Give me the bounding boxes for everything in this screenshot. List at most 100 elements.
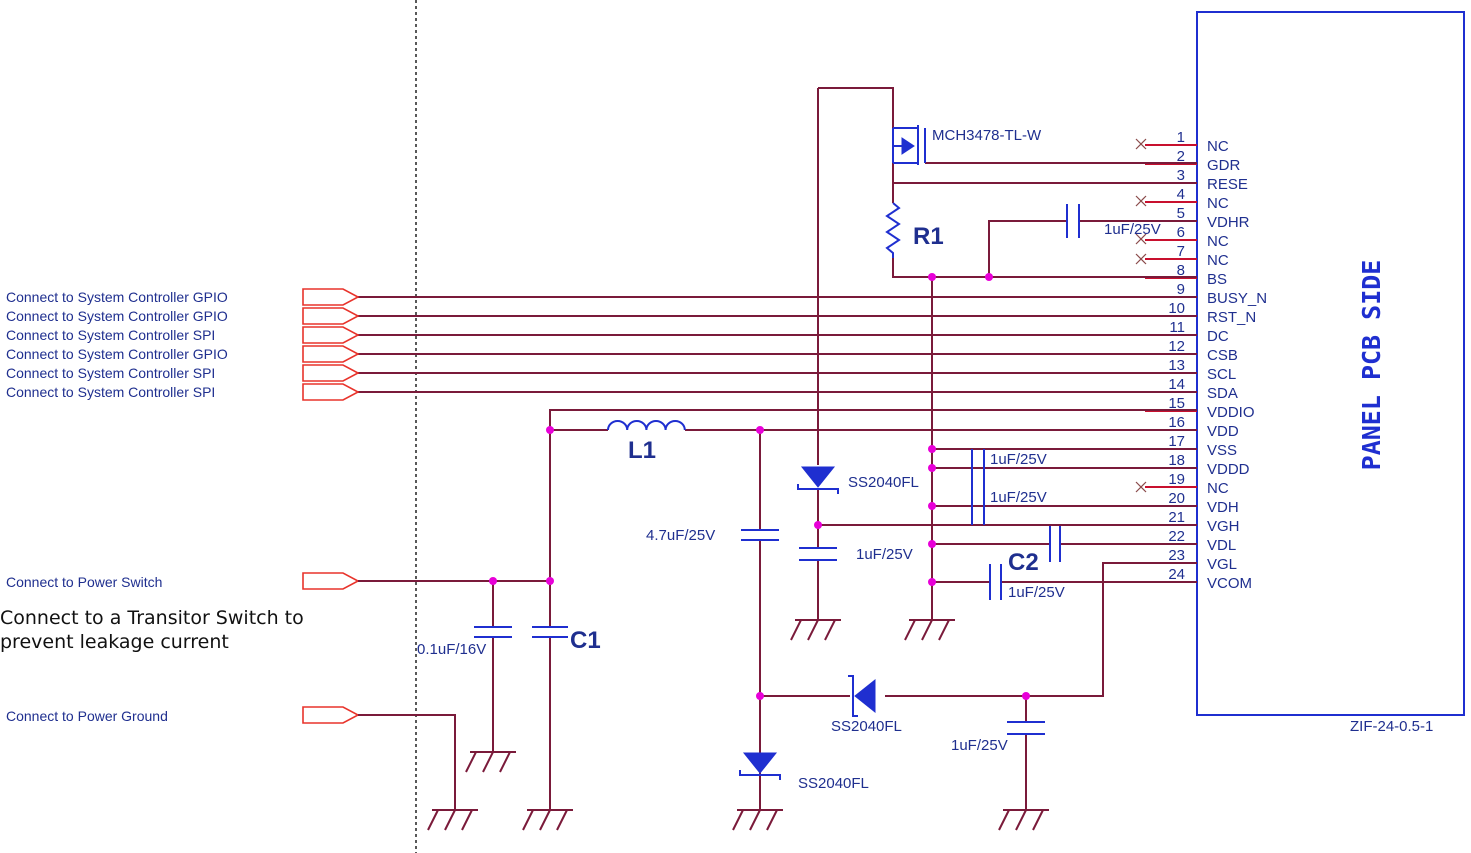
power-ground-label: Connect to Power Ground (6, 708, 168, 724)
pin-5-number: 5 (1177, 205, 1185, 222)
pin-18-number: 18 (1168, 452, 1185, 469)
diode-top (797, 466, 839, 494)
capacitor-sw-label: 1uF/25V (856, 546, 913, 563)
pin-9-name: BUSY_N (1207, 290, 1267, 307)
pin-14-name: SDA (1207, 385, 1238, 402)
pin-24-name: VCOM (1207, 575, 1252, 592)
pin-22-number: 22 (1168, 528, 1185, 545)
pin-2-number: 2 (1177, 148, 1185, 165)
pin-22-name: VDL (1207, 537, 1236, 554)
diode-mid-label: SS2040FL (831, 718, 902, 735)
pin-13-name: SCL (1207, 366, 1236, 383)
controller-label-6: Connect to System Controller SPI (6, 384, 215, 400)
connector-pins: 1NC2GDR3RESE4NC5VDHR6NC7NC8BS9BUSY_N10RS… (1145, 129, 1267, 592)
controller-label-2: Connect to System Controller GPIO (6, 308, 228, 324)
pin-7-number: 7 (1177, 243, 1185, 260)
pin-11-name: DC (1207, 328, 1229, 345)
mosfet-label: MCH3478-TL-W (932, 127, 1042, 144)
diode-mid (848, 675, 876, 717)
pin-19-name: NC (1207, 480, 1229, 497)
pin-1-number: 1 (1177, 129, 1185, 146)
capacitor-c2 (1049, 526, 1061, 562)
capacitor-vdhr (1066, 204, 1080, 238)
diode-top-label: SS2040FL (848, 474, 919, 491)
capacitor-vdhr-label: 1uF/25V (1104, 221, 1161, 238)
capacitor-vddd-label: 1uF/25V (990, 451, 1047, 468)
pin-3-name: RESE (1207, 176, 1248, 193)
pin-10-number: 10 (1168, 300, 1185, 317)
pin-4-number: 4 (1177, 186, 1185, 203)
pin-19-number: 19 (1168, 471, 1185, 488)
pin-6-name: NC (1207, 233, 1229, 250)
controller-label-5: Connect to System Controller SPI (6, 365, 215, 381)
pin-24-number: 24 (1168, 566, 1185, 583)
pin-16-number: 16 (1168, 414, 1185, 431)
capacitor-vdh-label: 1uF/25V (990, 489, 1047, 506)
note-line-2: prevent leakage current (0, 631, 229, 653)
pin-16-name: VDD (1207, 423, 1239, 440)
controller-signal-wires (358, 296, 1197, 393)
power-wires (358, 87, 1197, 810)
pin-23-name: VGL (1207, 556, 1237, 573)
pin-15-name: VDDIO (1207, 404, 1255, 421)
resistor-r1 (885, 202, 901, 258)
capacitor-vcom (989, 564, 1002, 600)
pin-6-number: 6 (1177, 224, 1185, 241)
inductor-l1-label: L1 (628, 437, 656, 464)
capacitor-c1-label: C1 (570, 627, 601, 654)
connector-name: ZIF-24-0.5-1 (1350, 718, 1433, 735)
pin-20-name: VDH (1207, 499, 1239, 516)
pin-17-number: 17 (1168, 433, 1185, 450)
pin-17-name: VSS (1207, 442, 1237, 459)
capacitor-vgl (1007, 721, 1045, 735)
resistor-r1-label: R1 (913, 223, 944, 250)
controller-connectors (302, 288, 360, 724)
pin-13-number: 13 (1168, 357, 1185, 374)
controller-label-1: Connect to System Controller GPIO (6, 289, 228, 305)
pin-7-name: NC (1207, 252, 1229, 269)
pin-1-name: NC (1207, 138, 1229, 155)
pin-18-name: VDDD (1207, 461, 1250, 478)
inductor-l1 (607, 420, 686, 431)
controller-label-4: Connect to System Controller GPIO (6, 346, 228, 362)
pin-12-name: CSB (1207, 347, 1238, 364)
pin-15-number: 15 (1168, 395, 1185, 412)
pin-3-number: 3 (1177, 167, 1185, 184)
pin-11-number: 11 (1169, 319, 1185, 336)
controller-label-3: Connect to System Controller SPI (6, 327, 215, 343)
junction-dots (489, 273, 1030, 700)
pin-8-name: BS (1207, 271, 1227, 288)
pin-21-number: 21 (1168, 509, 1185, 526)
pin-10-name: RST_N (1207, 309, 1256, 326)
pin-4-name: NC (1207, 195, 1229, 212)
pin-5-name: VDHR (1207, 214, 1250, 231)
capacitor-0u1 (474, 626, 512, 638)
note-line-1: Connect to a Transitor Switch to (0, 607, 304, 629)
pin-8-number: 8 (1177, 262, 1185, 279)
capacitor-4u7 (741, 529, 779, 541)
capacitor-vgl-label: 1uF/25V (951, 737, 1008, 754)
pin-12-number: 12 (1168, 338, 1185, 355)
capacitor-vcom-label: 1uF/25V (1008, 584, 1065, 601)
pin-2-name: GDR (1207, 157, 1241, 174)
capacitor-vddd (971, 449, 985, 525)
capacitor-c2-label: C2 (1008, 549, 1039, 576)
capacitor-4u7-label: 4.7uF/25V (646, 527, 715, 544)
pin-21-name: VGH (1207, 518, 1240, 535)
power-switch-label: Connect to Power Switch (6, 574, 162, 590)
nc-markers (1135, 138, 1147, 493)
pin-9-number: 9 (1177, 281, 1185, 298)
diode-bot (739, 752, 781, 780)
connector-body (1196, 11, 1465, 716)
diode-bot-label: SS2040FL (798, 775, 869, 792)
ground-symbols (427, 619, 1049, 831)
capacitor-0u1-label: 0.1uF/16V (417, 641, 486, 658)
pin-23-number: 23 (1168, 547, 1185, 564)
panel-title: PANEL PCB SIDE (1357, 260, 1386, 471)
pin-14-number: 14 (1168, 376, 1185, 393)
capacitor-sw (799, 547, 837, 561)
mosfet (892, 125, 926, 165)
capacitor-c1 (532, 626, 568, 638)
pin-20-number: 20 (1168, 490, 1185, 507)
